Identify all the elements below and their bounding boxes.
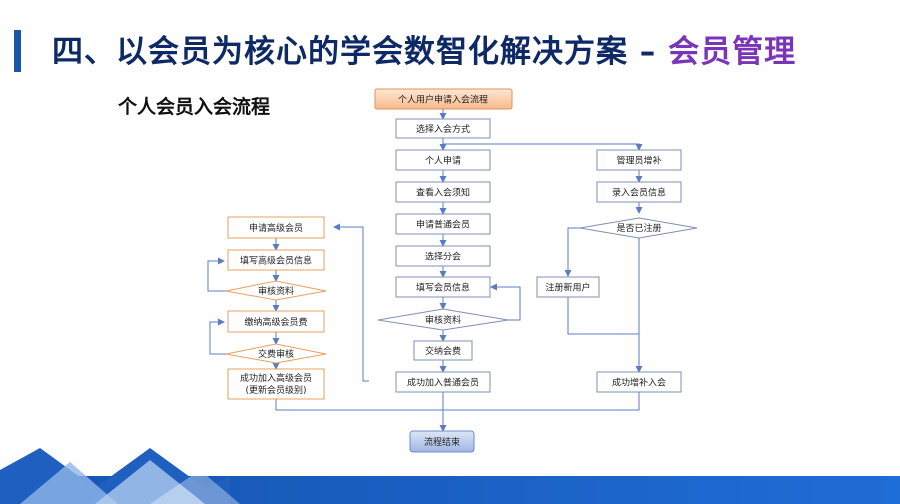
node-choose-method xyxy=(395,118,491,139)
node-pay-fee xyxy=(413,340,473,361)
node-apply-senior xyxy=(227,216,325,239)
page-title-prefix: 四、以会员为核心的学会数智化解决方案 – xyxy=(52,34,669,70)
node-fill-info-label: 填写会员信息 xyxy=(416,282,470,294)
page-subtitle: 个人会员入会流程 xyxy=(118,96,271,118)
node-apply-regular-label: 申请普通会员 xyxy=(416,219,470,231)
node-add-success-label: 成功增补入会 xyxy=(612,377,666,389)
node-choose-branch-label: 选择分会 xyxy=(425,251,461,263)
node-registered-question xyxy=(579,217,698,239)
node-fill-senior-label: 填写高级会员信息 xyxy=(240,255,312,267)
node-pay-fee-label: 交纳会费 xyxy=(425,345,461,357)
node-admin-add xyxy=(596,149,682,171)
node-pay-senior xyxy=(227,310,325,333)
bottom-decoration xyxy=(0,448,900,504)
node-enter-info-label: 录入会员信息 xyxy=(612,187,666,199)
title-accent-bar xyxy=(14,30,21,72)
node-start-label: 个人用户申请入会流程 xyxy=(398,94,488,106)
node-register-user-label: 注册新用户 xyxy=(545,282,590,294)
node-pay-review-label: 交费审核 xyxy=(258,348,294,360)
node-apply-senior-label: 申请高级会员 xyxy=(249,222,303,234)
node-pay-senior-label: 缴纳高级会员费 xyxy=(244,316,307,328)
node-personal-apply xyxy=(395,149,491,171)
node-read-notice xyxy=(395,181,491,203)
node-fill-info xyxy=(395,276,491,298)
node-review xyxy=(377,308,509,331)
node-choose-method-label: 选择入会方式 xyxy=(416,123,470,135)
node-senior-review-label: 审核资料 xyxy=(258,285,294,297)
node-fill-senior xyxy=(227,249,325,271)
node-end xyxy=(409,430,475,453)
page-title-highlight: 会员管理 xyxy=(668,34,797,70)
node-pay-review xyxy=(225,343,327,364)
page-title: 四、以会员为核心的学会数智化解决方案 – 会员管理 xyxy=(52,26,796,71)
node-join-senior-label-2: (更新会员级别) xyxy=(245,384,306,396)
node-join-regular-label: 成功加入普通会员 xyxy=(407,377,479,389)
node-personal-apply-label: 个人申请 xyxy=(425,155,461,167)
node-join-senior-label-1: 成功加入高级会员 xyxy=(240,372,312,384)
node-register-user xyxy=(536,276,600,298)
node-registered-question-label: 是否已注册 xyxy=(616,222,661,234)
node-start xyxy=(374,88,513,110)
node-join-senior xyxy=(227,368,325,400)
node-apply-regular xyxy=(395,213,491,235)
node-join-regular xyxy=(395,371,491,393)
connectors xyxy=(207,109,643,432)
node-read-notice-label: 查看入会须知 xyxy=(416,187,470,199)
node-choose-branch xyxy=(395,245,491,267)
node-end-label: 流程结束 xyxy=(424,436,460,448)
node-enter-info xyxy=(596,181,682,203)
node-review-label: 审核资料 xyxy=(425,314,461,326)
node-admin-add-label: 管理员增补 xyxy=(616,155,661,167)
node-add-success xyxy=(596,371,682,393)
node-senior-review xyxy=(225,280,327,301)
